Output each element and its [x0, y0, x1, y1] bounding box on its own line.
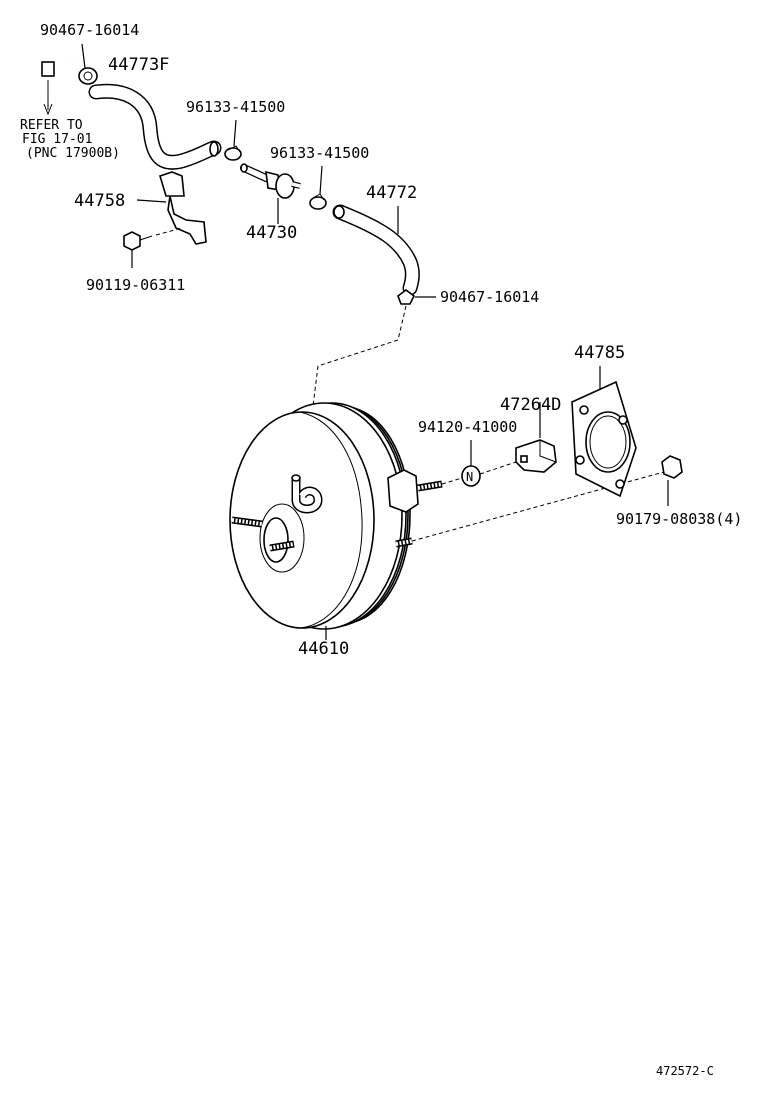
clamp-bottom — [397, 289, 436, 305]
nut-n-symbol: N — [461, 440, 481, 487]
nut-n-symbol-text: N — [466, 470, 473, 484]
label-gasket: 44785 — [574, 343, 625, 363]
brake-booster — [229, 402, 443, 640]
label-booster: 44610 — [298, 639, 349, 659]
label-bracket: 44758 — [74, 191, 125, 211]
label-clevis: 47264D — [500, 395, 561, 415]
label-clip-lower: 96133-41500 — [270, 144, 369, 162]
refer-note-line-2: FIG 17-01 — [22, 132, 92, 147]
upper-hose — [88, 83, 222, 170]
clamp-top — [78, 43, 98, 85]
leader-dashed-clevis — [479, 461, 517, 475]
label-flange-nut: 90179-08038(4) — [616, 510, 742, 528]
label-hose-upper: 44773F — [108, 55, 169, 75]
label-nut-n: 94120-41000 — [418, 418, 517, 436]
figure-code: 472572-C — [656, 1064, 714, 1078]
label-clip-upper: 96133-41500 — [186, 98, 285, 116]
bracket — [136, 171, 207, 245]
check-valve — [240, 163, 301, 224]
flange-nut — [661, 455, 683, 506]
label-check-valve: 44730 — [246, 223, 297, 243]
label-clamp-bottom: 90467-16014 — [440, 288, 539, 306]
hose-clip-lower — [309, 165, 327, 210]
clevis — [515, 402, 557, 473]
lower-hose — [332, 204, 420, 296]
refer-note-line-1: REFER TO — [20, 118, 83, 133]
label-hose-lower: 44772 — [366, 183, 417, 203]
bolt — [123, 227, 183, 268]
label-bolt: 90119-06311 — [86, 276, 185, 294]
vacuum-pipe-fitting — [41, 58, 73, 116]
refer-note-line-3: (PNC 17900B) — [26, 146, 120, 161]
leader-dashed-nut — [411, 471, 665, 542]
leader-dashed-n — [441, 477, 463, 485]
hose-clip-upper — [224, 119, 242, 161]
label-clamp-top: 90467-16014 — [40, 21, 139, 39]
gasket — [571, 366, 637, 498]
